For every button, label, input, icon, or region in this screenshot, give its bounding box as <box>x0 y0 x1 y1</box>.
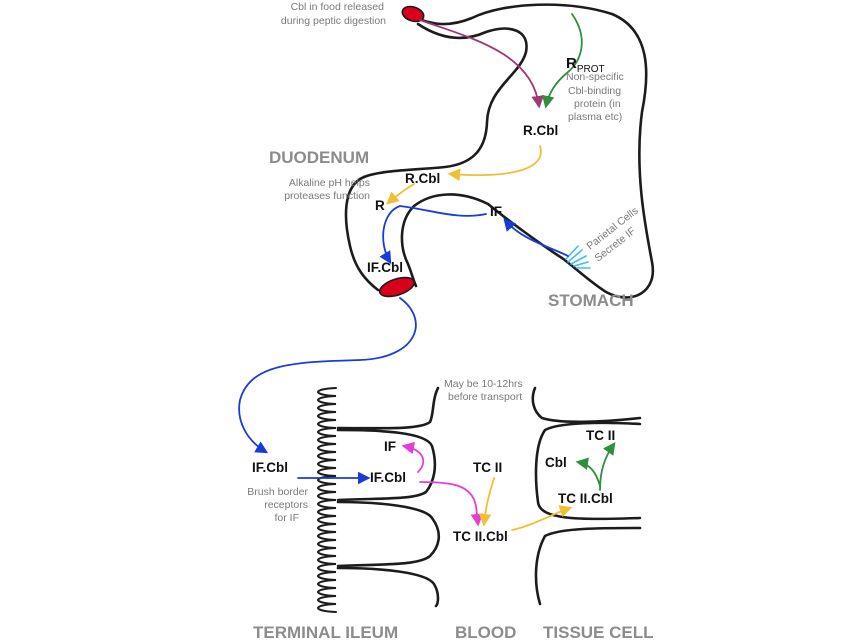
note-nonspecific-line1: Non-specific <box>566 71 624 83</box>
note-brush-line1: Brush border <box>247 486 308 498</box>
note-alkaline-line1: Alkaline pH helps <box>289 177 370 189</box>
label-if-cbl-lumen: IF.Cbl <box>252 460 288 475</box>
note-brush-line2: receptors <box>264 499 308 511</box>
pyloric-sphincter <box>378 276 416 298</box>
stomach-outline <box>362 3 655 299</box>
label-if-cbl-duodenum: IF.Cbl <box>367 260 403 275</box>
brush-border <box>317 387 337 613</box>
tissue-cell-outline <box>531 386 642 606</box>
label-tc2-cbl-cell: TC II.Cbl <box>558 491 613 506</box>
label-if-cbl-ileum: IF.Cbl <box>370 470 406 485</box>
yellow-arrow-tc2 <box>478 477 495 527</box>
green-arrow-tc2cbl-split-up <box>599 441 616 491</box>
cardiac-sphincter <box>401 5 425 23</box>
green-arrow-rprot <box>541 13 583 109</box>
label-tc2-cell: TC II <box>586 428 615 443</box>
duodenum-outline <box>344 175 490 292</box>
note-nonspecific-line3: protein (in <box>574 98 621 110</box>
blue-arrow-if-secretion <box>503 218 569 257</box>
pink-arrow-to-tc2cbl <box>419 481 484 527</box>
label-cbl-cell: Cbl <box>545 455 567 470</box>
enterocyte-walls <box>336 386 441 608</box>
note-cbl-food-line1: Cbl in food released <box>291 1 385 13</box>
label-tc2-blood: TC II <box>473 460 502 475</box>
blue-arrow-to-ileum <box>238 297 417 454</box>
region-duodenum: DUODENUM <box>269 148 369 167</box>
label-if-ileum: IF <box>384 439 396 454</box>
note-nonspecific-line2: Cbl-binding <box>568 85 621 97</box>
magenta-arrow-food-cbl <box>419 19 544 109</box>
label-if-duodenum: IF <box>490 204 502 219</box>
region-blood: BLOOD <box>455 623 516 642</box>
yellow-arrow-tc2cbl-to-cell <box>511 505 573 531</box>
blue-arrow-if-duodenum <box>379 205 487 265</box>
label-r-duodenum: R <box>375 198 385 213</box>
label-tc2-cbl-blood: TC II.Cbl <box>453 529 508 544</box>
note-transport-line2: before transport <box>448 391 522 403</box>
note-cbl-food-line2: during peptic digestion <box>281 15 386 27</box>
region-tissue-cell: TISSUE CELL <box>543 623 654 642</box>
label-r-prot: RPROT <box>566 55 605 75</box>
yellow-arrow-rcbl-duodenum <box>447 145 542 182</box>
label-r-cbl-stomach: R.Cbl <box>523 123 558 138</box>
green-arrow-tc2cbl-split-left <box>575 457 601 487</box>
region-stomach: STOMACH <box>548 291 634 310</box>
note-transport-line1: May be 10-12hrs <box>444 378 523 390</box>
label-r-cbl-duodenum: R.Cbl <box>405 171 440 186</box>
region-terminal-ileum: TERMINAL ILEUM <box>253 623 398 642</box>
note-brush-line3: for IF <box>274 512 299 524</box>
note-alkaline-line2: proteases function <box>284 190 370 202</box>
yellow-arrow-r-release <box>386 183 415 205</box>
note-nonspecific-line4: plasma etc) <box>568 111 622 123</box>
pink-arrow-if-release <box>401 441 425 473</box>
